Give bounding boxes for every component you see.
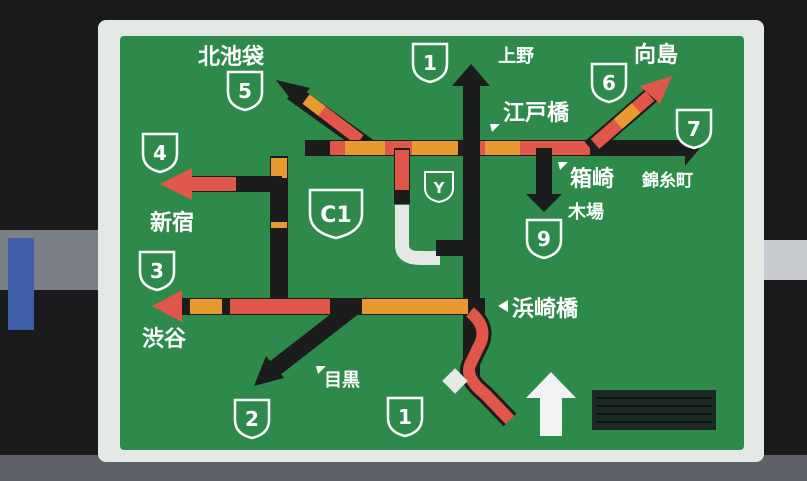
shield-c1-text: C1 [320,203,351,228]
label-kiba: 木場 [567,201,604,223]
current-position-arrow [526,372,576,436]
arrow-ueno [452,64,490,86]
arrow-kiba [526,194,562,212]
label-mukojima: 向島 [634,42,678,68]
shield-route1-north: 1 [411,42,449,84]
shield-route5-number: 5 [238,79,252,103]
arrow-shibuya [152,290,182,322]
label-edobashi: 江戸橋 [503,101,570,126]
shield-route1-north-number: 1 [423,51,437,75]
shield-route6: 6 [590,62,628,104]
label-hamazakibashi: 浜崎橋 [512,297,579,322]
road-network [152,64,700,436]
arrow-ikebukuro [276,80,310,106]
label-kinshicho: 錦糸町 [642,170,693,191]
pointer-meguro [316,366,326,374]
arrow-shinjuku [160,168,192,200]
pointer-edobashi [490,124,500,132]
shield-route1-south-number: 1 [398,405,412,429]
display-panel [592,390,716,430]
shield-route4: 4 [141,132,179,174]
label-meguro: 目黒 [324,370,360,391]
shield-route2-number: 2 [245,407,259,431]
arrow-mukojima [640,76,672,104]
label-hakozaki: 箱崎 [570,166,614,192]
shield-route6-number: 6 [602,71,616,95]
pointer-hamazakibashi [498,300,508,312]
shield-route1-south: 1 [386,396,424,438]
shield-route9: 9 [525,218,563,260]
shield-route7: 7 [675,108,713,150]
blue-panel-left [8,238,34,330]
display-panel-lines [596,397,712,423]
pointer-hakozaki [558,162,568,170]
shield-route2: 2 [233,398,271,440]
label-ueno: 上野 [498,46,534,67]
shield-route7-number: 7 [687,117,701,141]
shield-route4-number: 4 [153,141,167,165]
arrow-meguro [254,356,284,386]
label-shinjuku: 新宿 [150,210,194,236]
label-shibuya: 渋谷 [142,326,187,352]
shield-route3: 3 [138,250,176,292]
shield-route3-number: 3 [150,259,164,283]
shield-route5: 5 [226,70,264,112]
shield-c1: C1 [308,188,364,240]
shield-route9-number: 9 [537,227,551,251]
diamond-marker [442,368,468,394]
shield-y: Y [424,171,454,204]
label-ikebukuro: 北池袋 [198,44,265,70]
shield-y-text: Y [433,179,446,197]
